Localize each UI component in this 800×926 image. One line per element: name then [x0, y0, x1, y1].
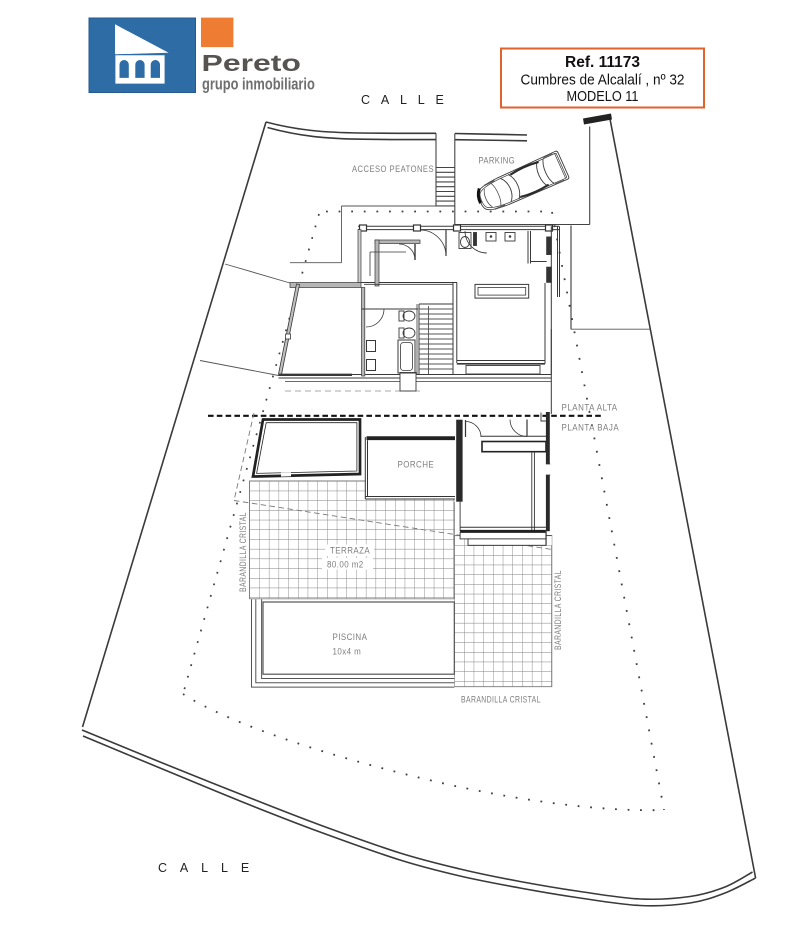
svg-text:BARANDILLA CRISTAL: BARANDILLA CRISTAL — [552, 570, 563, 650]
svg-text:MODELO 11: MODELO 11 — [566, 88, 638, 104]
svg-text:Ref. 11173: Ref. 11173 — [565, 54, 640, 71]
svg-text:PORCHE: PORCHE — [398, 459, 435, 470]
svg-text:Pereto: Pereto — [202, 50, 301, 76]
svg-text:Cumbres de Alcalalí , nº 32: Cumbres de Alcalalí , nº 32 — [521, 71, 685, 87]
svg-text:grupo inmobiliario: grupo inmobiliario — [202, 76, 315, 94]
svg-text:10x4 m: 10x4 m — [333, 646, 362, 657]
svg-text:BARANDILLA CRISTAL: BARANDILLA CRISTAL — [461, 693, 541, 704]
svg-text:CALLE: CALLE — [361, 93, 455, 107]
svg-text:PLANTA BAJA: PLANTA BAJA — [562, 422, 620, 433]
svg-text:CALLE: CALLE — [158, 861, 262, 875]
svg-text:PLANTA ALTA: PLANTA ALTA — [562, 402, 618, 413]
svg-text:TERRAZA: TERRAZA — [330, 545, 370, 556]
svg-text:BARANDILLA CRISTAL: BARANDILLA CRISTAL — [237, 512, 248, 592]
svg-text:80.00 m2: 80.00 m2 — [327, 559, 364, 570]
svg-text:PARKING: PARKING — [479, 155, 516, 166]
svg-text:ACCESO PEATONES: ACCESO PEATONES — [352, 163, 434, 174]
svg-text:PISCINA: PISCINA — [333, 631, 368, 642]
